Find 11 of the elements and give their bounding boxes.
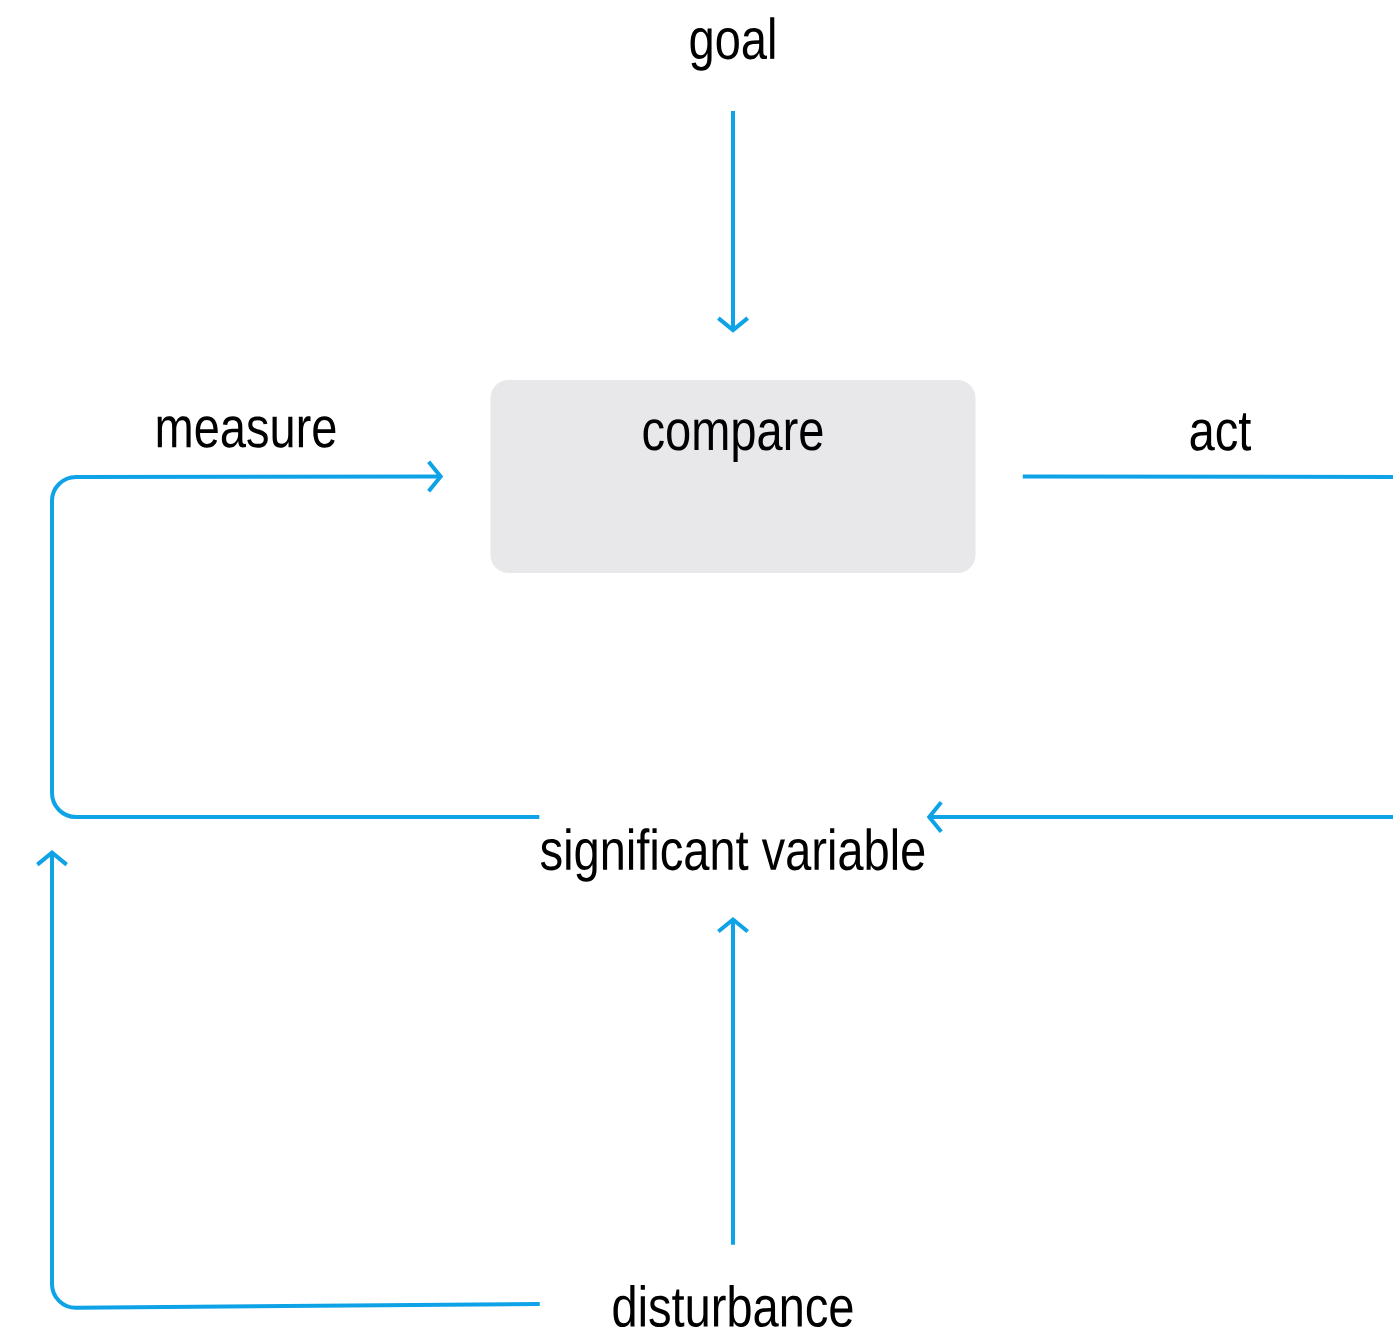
arrow xyxy=(717,111,749,333)
edge-label: act xyxy=(1186,410,1255,454)
arrow xyxy=(717,917,749,1245)
arrow xyxy=(926,474,1393,833)
variable-label: significant variable xyxy=(540,828,925,882)
edge-label: measure xyxy=(151,413,341,451)
goal-label: goal xyxy=(690,17,775,71)
disturbance-label: disturbance xyxy=(613,1284,853,1328)
arrow xyxy=(36,850,540,1310)
process-box: compare xyxy=(490,380,976,573)
arrow xyxy=(50,460,540,819)
